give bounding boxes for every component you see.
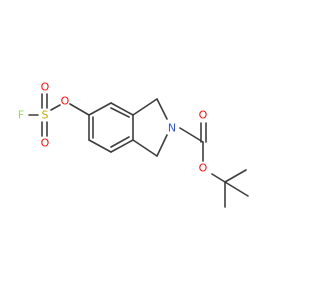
bond-ch2-bottom-n bbox=[156, 134, 168, 157]
atom-sulfur: S bbox=[42, 109, 49, 122]
bond-o-aryl bbox=[69, 103, 90, 116]
atom-oxygen-ester-tbu: O bbox=[199, 162, 208, 175]
bond-ring-c3-c4 bbox=[110, 139, 134, 153]
bond-c4-ch2-bottom bbox=[132, 139, 158, 157]
bond-tbu-methyl-right bbox=[224, 181, 249, 197]
atom-nitrogen: N bbox=[168, 122, 176, 135]
bond-ring-c5-c6 bbox=[110, 102, 134, 116]
bond-o-tbu bbox=[211, 173, 226, 183]
bond-ring-c2-c3 bbox=[88, 139, 112, 153]
atom-oxygen-carbonyl: O bbox=[199, 109, 208, 122]
bond-c5-ch2-top bbox=[132, 98, 158, 116]
atom-oxygen-ester-aryl: O bbox=[61, 95, 70, 108]
atom-label-layer: F S O O O N O O bbox=[18, 81, 208, 175]
bond-ring-c6-c1 bbox=[88, 102, 112, 116]
atom-oxygen-sulfonyl-top: O bbox=[41, 81, 50, 94]
bond-layer bbox=[28, 93, 249, 208]
atom-fluorine: F bbox=[18, 109, 24, 122]
bond-s-o-link bbox=[50, 104, 61, 111]
atom-oxygen-sulfonyl-bottom: O bbox=[41, 137, 50, 150]
bond-ch2-top-n bbox=[156, 98, 168, 120]
bond-n-carbonyl bbox=[179, 127, 204, 143]
chemical-structure-diagram: F S O O O N O O bbox=[18, 81, 249, 208]
bond-tbu-methyl-top bbox=[224, 169, 247, 183]
bond-ring-c5-c6-inner bbox=[110, 107, 130, 118]
bond-ring-c3-c4-inner bbox=[110, 136, 130, 148]
